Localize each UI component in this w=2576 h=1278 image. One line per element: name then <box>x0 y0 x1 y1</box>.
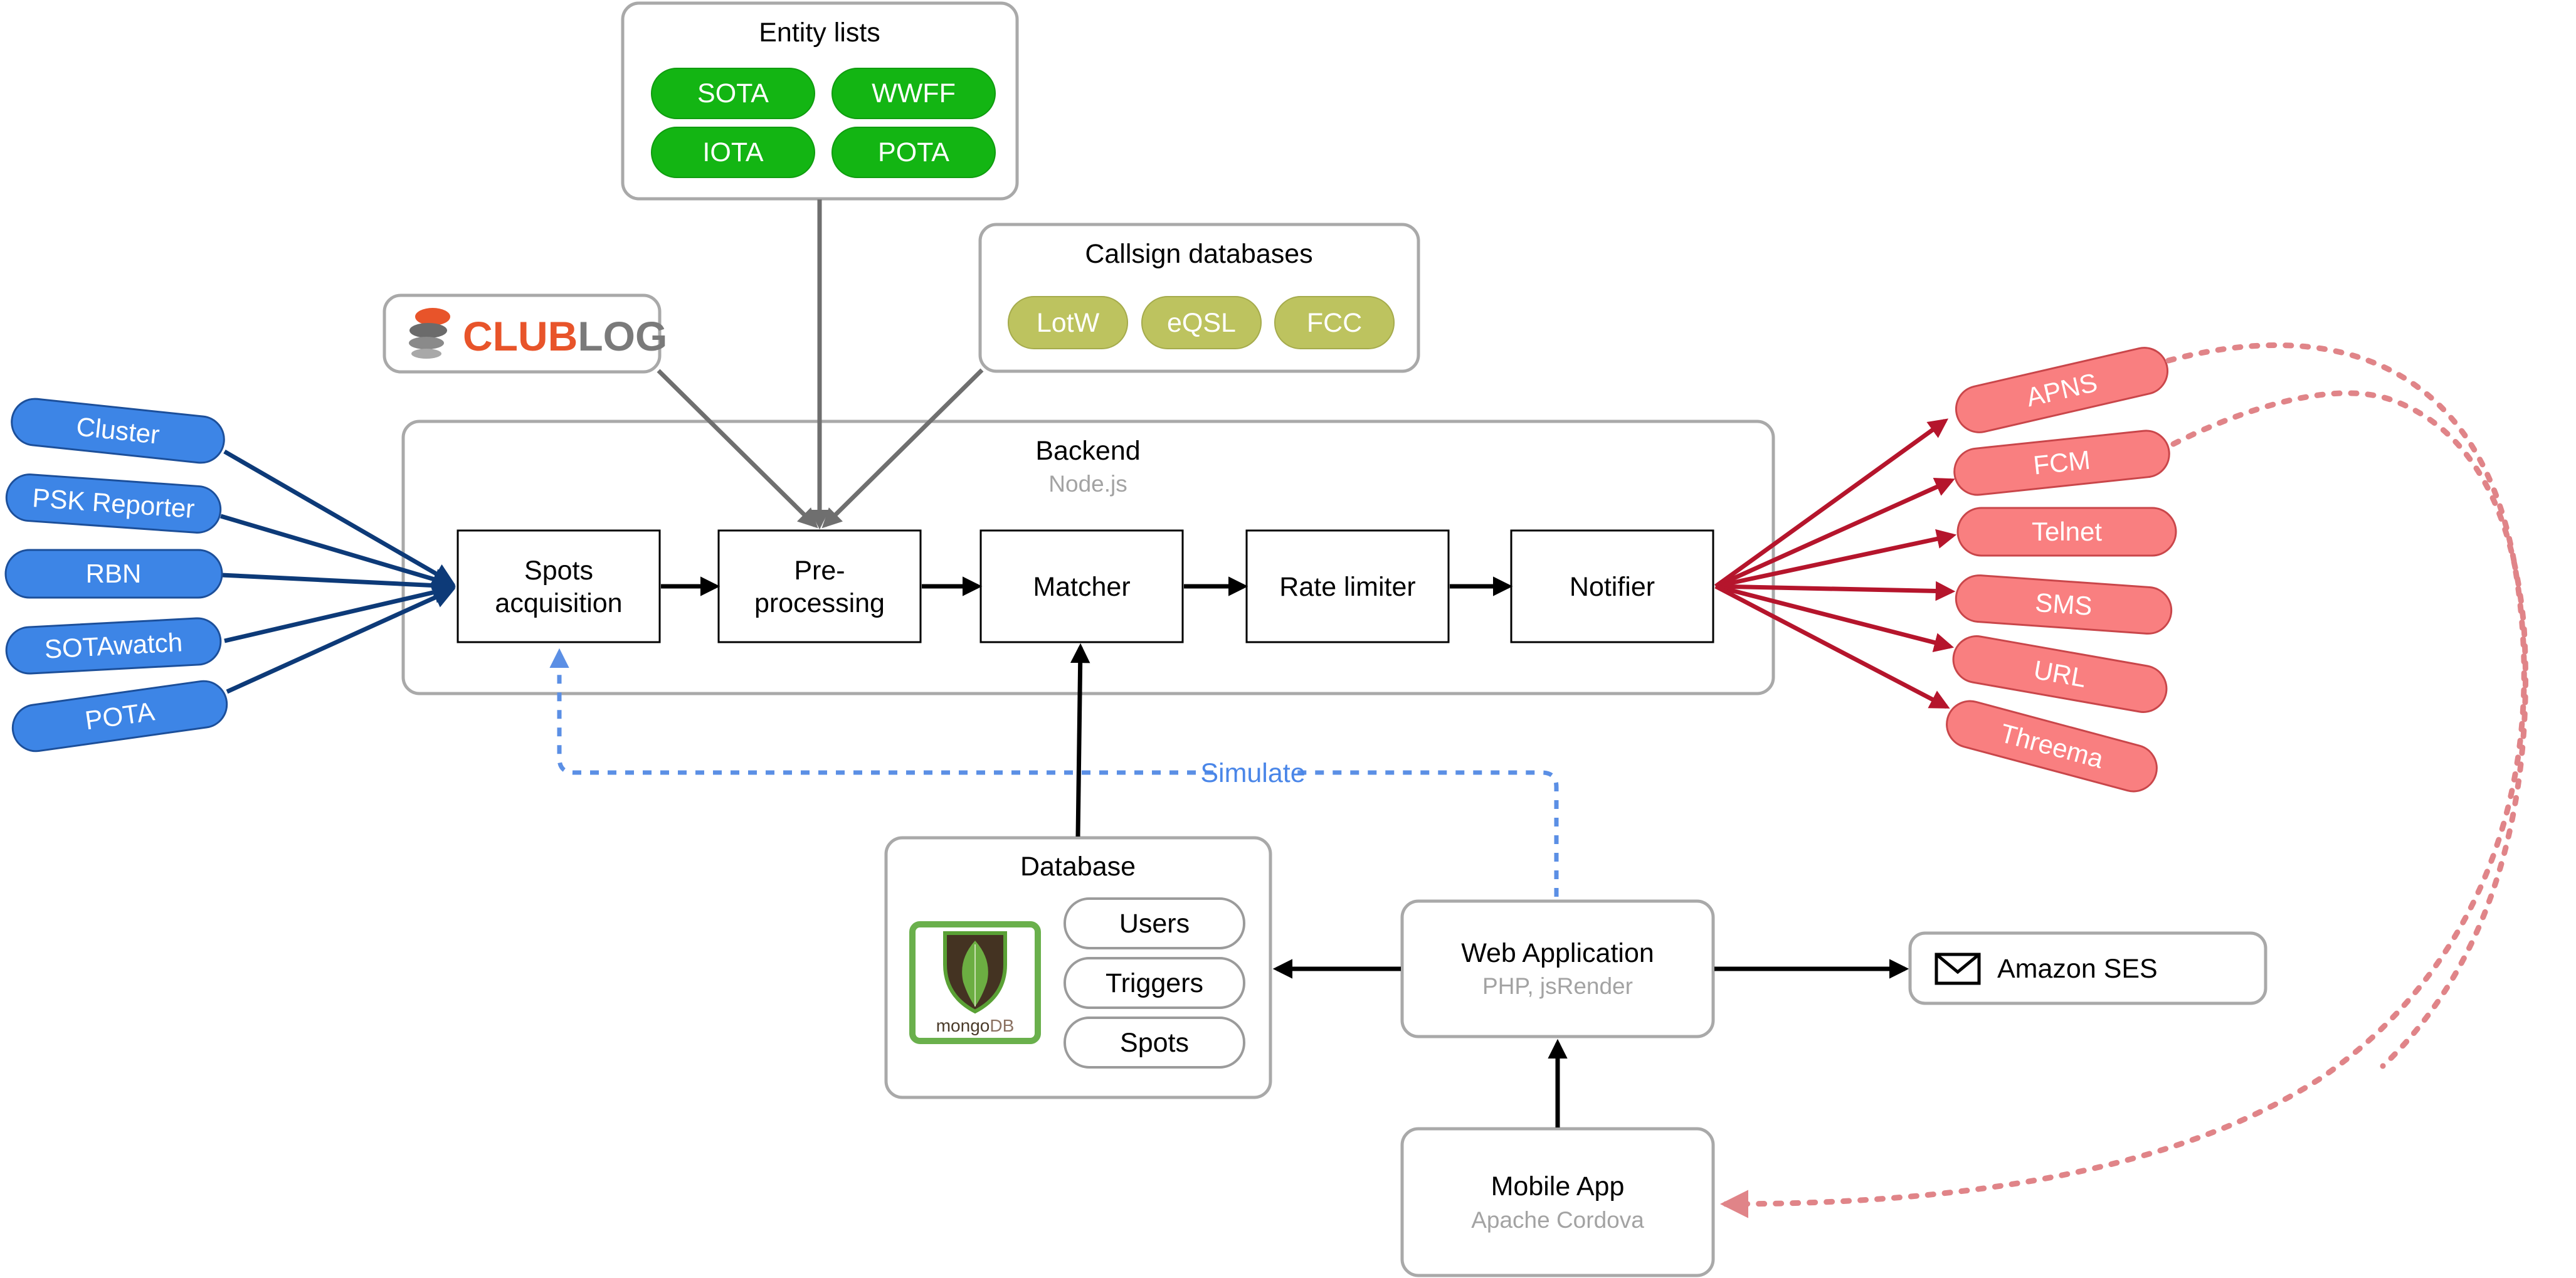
stage-label: Rate limiter <box>1279 572 1415 602</box>
collection-spots: Spots <box>1064 1017 1245 1069</box>
mobile-app-panel: Mobile App Apache Cordova <box>1400 1127 1715 1277</box>
callsign-pill-label: LotW <box>1037 308 1100 338</box>
callsign-databases-panel: Callsign databases LotW eQSL FCC <box>978 223 1420 373</box>
source-pill-cluster: Cluster <box>11 398 225 464</box>
database-title: Database <box>1020 852 1136 882</box>
output-arrows <box>1714 418 1957 709</box>
stage-notifier: Notifier <box>1510 529 1714 643</box>
stage-spots-acquisition: Spots acquisition <box>457 529 661 643</box>
mongodb-logo-text-mongo: mongo <box>936 1016 990 1035</box>
callsign-pill-fcc: FCC <box>1274 296 1395 349</box>
output-pill-apns: APNS <box>1955 347 2169 433</box>
source-pill-label: SOTAwatch <box>44 627 183 663</box>
push-notification-paths <box>1720 342 2528 1218</box>
output-pill-url: URL <box>1952 635 2168 713</box>
collection-users: Users <box>1064 897 1245 949</box>
callsign-pill-eqsl: eQSL <box>1141 296 1262 349</box>
source-pill-pota: POTA <box>11 680 228 753</box>
entity-pill-label: POTA <box>878 137 949 167</box>
entity-pill-pota: POTA <box>831 127 996 178</box>
reference-data-arrows <box>657 199 984 530</box>
source-arrows <box>220 449 456 694</box>
amazon-ses-panel: Amazon SES <box>1908 931 2267 1005</box>
clublog-logo-text: CLUBLOG <box>463 313 667 359</box>
database-panel: Database mongoDB Users Triggers Spots <box>884 836 1272 1099</box>
source-pill-label: RBN <box>86 559 142 588</box>
entity-lists-panel: Entity lists SOTA WWFF IOTA POTA <box>621 1 1019 201</box>
stage-matcher: Matcher <box>979 529 1184 643</box>
stage-label: processing <box>754 588 885 618</box>
web-application-title: Web Application <box>1461 938 1654 968</box>
mongodb-logo-text-db: DB <box>990 1016 1014 1035</box>
entity-lists-title: Entity lists <box>759 18 880 48</box>
callsign-pill-label: FCC <box>1307 308 1362 338</box>
stage-label: Matcher <box>1033 572 1130 602</box>
entity-pill-sota: SOTA <box>651 68 815 119</box>
mobile-app-subtitle: Apache Cordova <box>1471 1207 1644 1233</box>
output-pill-threema: Threema <box>1946 700 2158 793</box>
clublog-panel: CLUBLOG <box>383 293 667 374</box>
mobile-app-title: Mobile App <box>1491 1171 1625 1201</box>
backend-subtitle: Node.js <box>1048 471 1127 497</box>
entity-pill-label: IOTA <box>702 137 763 167</box>
clublog-logo-text-log: LOG <box>578 313 667 359</box>
clublog-logo-icon <box>409 308 450 359</box>
output-pill-telnet: Telnet <box>1956 507 2177 557</box>
mongodb-logo-text: mongoDB <box>936 1016 1015 1035</box>
source-pill-rbn: RBN <box>4 549 223 599</box>
stage-label: Spots <box>524 556 593 586</box>
web-application-subtitle: PHP, jsRender <box>1482 973 1633 999</box>
output-pill-label: FCM <box>2032 445 2091 480</box>
web-application-panel: Web Application PHP, jsRender <box>1400 899 1715 1038</box>
stage-pre-processing: Pre- processing <box>717 529 922 643</box>
envelope-icon <box>1935 953 1981 985</box>
simulate-label: Simulate <box>1200 758 1305 788</box>
output-pill-label: Telnet <box>2032 517 2102 546</box>
callsign-databases-title: Callsign databases <box>1085 239 1312 269</box>
collection-triggers: Triggers <box>1064 957 1245 1009</box>
collection-label: Triggers <box>1106 968 1203 998</box>
collection-label: Users <box>1119 909 1190 939</box>
output-pill-label: SMS <box>2034 588 2093 621</box>
entity-pill-wwff: WWFF <box>831 68 996 119</box>
simulate-path: Simulate <box>549 648 1559 897</box>
output-pill-sms: SMS <box>1955 574 2173 635</box>
backend-title: Backend <box>1035 436 1140 466</box>
stage-label: Pre- <box>794 556 845 586</box>
clublog-logo-text-club: CLUB <box>463 313 578 359</box>
collection-label: Spots <box>1120 1028 1189 1058</box>
amazon-ses-label: Amazon SES <box>1997 954 2158 984</box>
source-pill-psk-reporter: PSK Reporter <box>5 473 222 534</box>
entity-pill-label: SOTA <box>697 78 769 108</box>
stage-label: acquisition <box>495 588 622 618</box>
output-pill-fcm: FCM <box>1953 430 2170 496</box>
callsign-pill-label: eQSL <box>1167 308 1236 338</box>
database-to-matcher-arrow <box>1070 643 1090 837</box>
entity-pill-iota: IOTA <box>651 127 815 178</box>
entity-pill-label: WWFF <box>872 78 956 108</box>
callsign-pill-lotw: LotW <box>1008 296 1128 349</box>
mongodb-logo-icon: mongoDB <box>909 921 1041 1044</box>
stage-rate-limiter: Rate limiter <box>1245 529 1450 643</box>
source-pill-sotawatch: SOTAwatch <box>5 617 222 675</box>
stage-label: Notifier <box>1570 572 1655 602</box>
